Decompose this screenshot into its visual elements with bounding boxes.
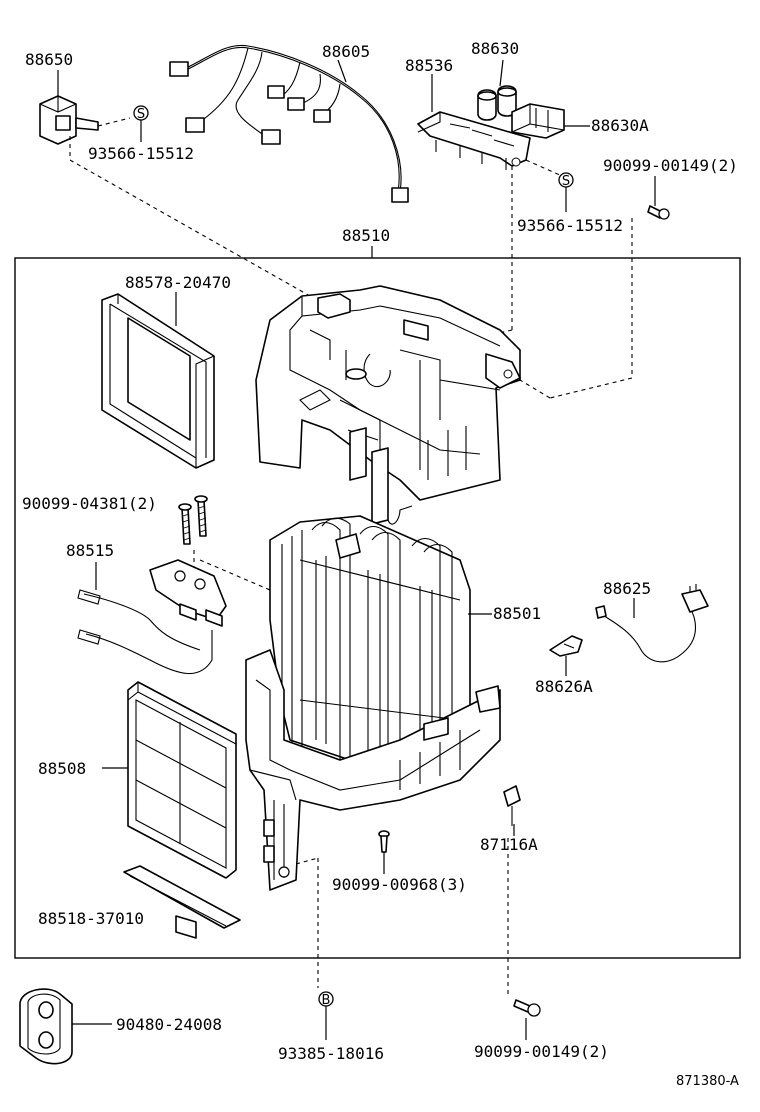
relay-88630 — [477, 85, 517, 121]
label-88510: 88510 — [342, 226, 390, 245]
dash-88650-b — [69, 159, 311, 297]
lower-case — [245, 649, 501, 891]
sensor-88625 — [595, 584, 709, 663]
dash-90099-00149-top-b — [549, 377, 633, 399]
label-88630: 88630 — [471, 39, 519, 58]
label-93385-18016: 93385-18016 — [278, 1044, 384, 1063]
dash-s-a — [97, 117, 131, 127]
s-marker-a-text: S — [137, 107, 145, 122]
screw-90099-00149-top — [647, 205, 670, 220]
label-88515: 88515 — [66, 541, 114, 560]
label-93566-15512-b: 93566-15512 — [517, 216, 623, 235]
s-marker-a: S — [133, 105, 149, 122]
upper-case-88510 — [255, 285, 521, 525]
dash-lower-case — [295, 857, 319, 865]
label-90099-04381: 90099-04381(2) — [22, 494, 157, 513]
screw-90099-00149-bot — [513, 999, 541, 1017]
label-88518-37010: 88518-37010 — [38, 909, 144, 928]
relay-88630A — [511, 103, 565, 139]
leader-88605 — [337, 59, 347, 83]
leader-88630 — [499, 59, 504, 87]
harness-88605 — [169, 44, 409, 203]
valve-88515 — [77, 559, 227, 675]
gasket-88578 — [101, 293, 215, 469]
label-90099-00149-bot: 90099-00149(2) — [474, 1042, 609, 1061]
b-marker: B — [318, 991, 334, 1008]
filter-88508 — [127, 681, 237, 879]
label-88626A: 88626A — [535, 677, 593, 696]
evaporator-88501 — [269, 515, 471, 762]
clip-88626A — [549, 635, 583, 657]
diagram-id: 871380-A — [676, 1074, 739, 1089]
bracket-88536 — [417, 111, 531, 170]
plate-88518 — [123, 865, 241, 939]
dash-90099-00149-top-c — [519, 379, 551, 399]
label-90480-24008: 90480-24008 — [116, 1015, 222, 1034]
s-marker-b-text: S — [562, 174, 570, 189]
label-88501: 88501 — [493, 604, 541, 623]
label-90099-00968: 90099-00968(3) — [332, 875, 467, 894]
screws-90099-04381 — [178, 495, 208, 545]
label-93566-15512-a: 93566-15512 — [88, 144, 194, 163]
assembly-frame — [14, 257, 741, 959]
clip-87116A — [503, 785, 521, 826]
dash-s-b — [525, 159, 563, 177]
label-88650: 88650 — [25, 50, 73, 69]
grommet-90480 — [19, 988, 73, 1065]
label-88630A: 88630A — [591, 116, 649, 135]
label-90099-00149-top: 90099-00149(2) — [603, 156, 738, 175]
b-marker-text: B — [322, 993, 331, 1008]
label-87116A: 87116A — [480, 835, 538, 854]
label-88605: 88605 — [322, 42, 370, 61]
screw-90099-00968 — [378, 830, 390, 853]
label-88536: 88536 — [405, 56, 453, 75]
relay-88650 — [39, 95, 99, 145]
label-88578-20470: 88578-20470 — [125, 273, 231, 292]
s-marker-b: S — [558, 172, 574, 189]
label-88508: 88508 — [38, 759, 86, 778]
label-88625: 88625 — [603, 579, 651, 598]
